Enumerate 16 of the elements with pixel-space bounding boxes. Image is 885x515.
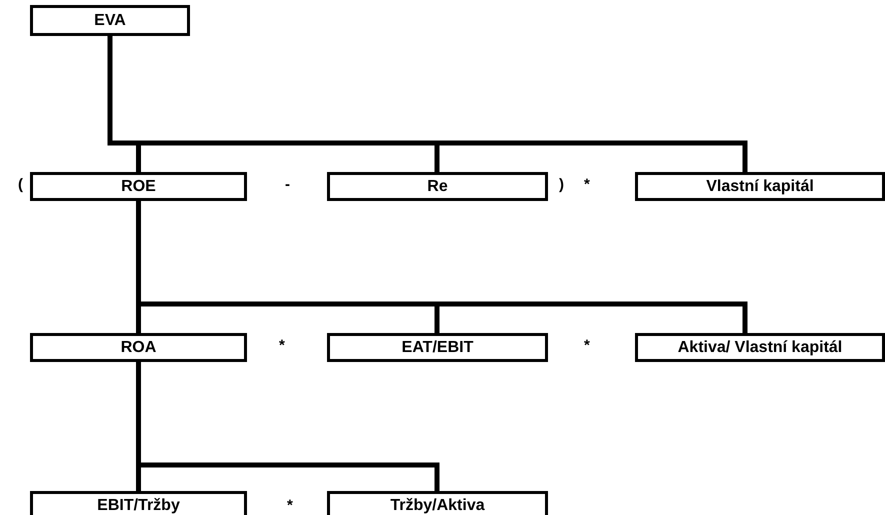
operator-label: * (279, 337, 285, 354)
operator-label: - (285, 176, 290, 193)
formula-box: Tržby/Aktiva (327, 491, 548, 515)
formula-box: Re (327, 172, 548, 201)
formula-box: EVA (30, 5, 190, 36)
formula-box: ROA (30, 333, 247, 362)
parenthesis-label: ( (18, 176, 23, 193)
formula-box: EAT/EBIT (327, 333, 548, 362)
operator-label: * (584, 337, 590, 354)
formula-box: ROE (30, 172, 247, 201)
formula-box: EBIT/Tržby (30, 491, 247, 515)
formula-box: Aktiva/ Vlastní kapitál (635, 333, 885, 362)
parenthesis-label: ) (559, 176, 564, 193)
operator-label: * (584, 176, 590, 193)
operator-label: * (287, 497, 293, 514)
formula-box: Vlastní kapitál (635, 172, 885, 201)
